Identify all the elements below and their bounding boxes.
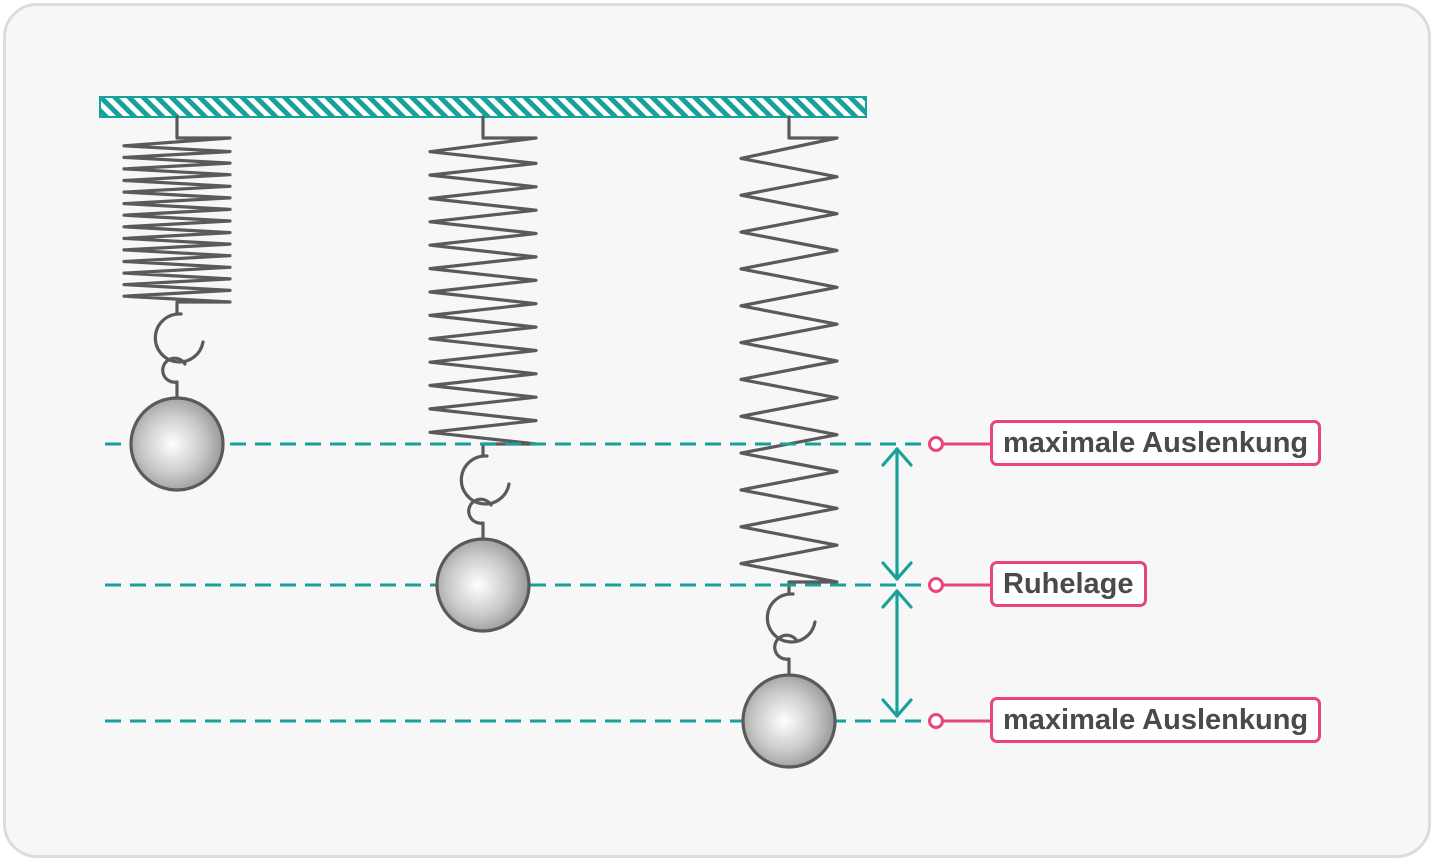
rest-marker-dot (928, 577, 944, 593)
ceiling (99, 96, 867, 118)
mass-ball-1 (129, 396, 225, 492)
rest-position-label: Ruhelage (990, 561, 1147, 607)
spring-2 (428, 115, 538, 541)
lower-amplitude-arrow (881, 589, 913, 718)
mass-ball-3 (741, 673, 837, 769)
lower-max-label: maximale Auslenkung (990, 697, 1322, 743)
upper-max-label: maximale Auslenkung (990, 420, 1322, 466)
upper-marker-dot (928, 436, 944, 452)
mass-ball-2 (435, 537, 531, 633)
upper-amplitude-arrow (881, 447, 913, 581)
spring-1 (122, 115, 232, 400)
lower-marker-dot (928, 713, 944, 729)
spring-3 (739, 115, 839, 677)
